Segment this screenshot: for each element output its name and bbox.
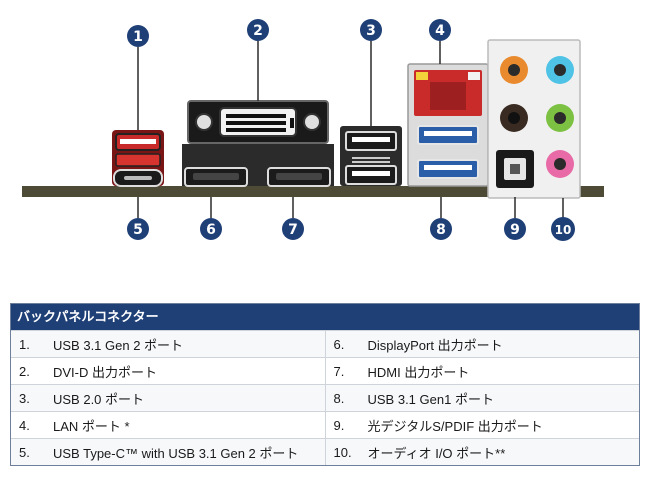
legend-cell-left: 3. USB 2.0 ポート xyxy=(11,385,325,411)
legend-rows: 1. USB 3.1 Gen 2 ポート 6. DisplayPort 出力ポート 2.… xyxy=(11,330,639,465)
legend-item-text: LAN ポート * xyxy=(53,418,130,434)
legend-item-text: USB Type-C™ with USB 3.1 Gen 2 ポート xyxy=(53,445,299,461)
legend-cell-left: 5. USB Type-C™ with USB 3.1 Gen 2 ポート xyxy=(11,439,325,465)
usb-type-c-port xyxy=(113,169,163,187)
legend-item-number: 1. xyxy=(19,336,30,352)
callout-9: 9 xyxy=(504,218,526,240)
audio-jack-blue xyxy=(546,56,574,84)
audio-jack-black xyxy=(500,104,528,132)
lan-port xyxy=(407,63,489,187)
svg-text:3: 3 xyxy=(366,23,376,39)
legend-row: 2. DVI-D 出力ポート 7. HDMI 出力ポート xyxy=(11,357,639,384)
callout-10: 10 xyxy=(551,217,575,241)
legend-item-number: 4. xyxy=(19,417,30,433)
legend-item-number: 5. xyxy=(19,444,30,460)
legend-row: 5. USB Type-C™ with USB 3.1 Gen 2 ポート 10. オ… xyxy=(11,438,639,465)
legend-cell-right: 7. HDMI 出力ポート xyxy=(324,358,640,384)
svg-text:4: 4 xyxy=(435,23,445,39)
svg-text:6: 6 xyxy=(206,222,216,238)
legend-row: 3. USB 2.0 ポート 8. USB 3.1 Gen1 ポート xyxy=(11,384,639,411)
svg-text:1: 1 xyxy=(133,29,143,45)
callout-3: 3 xyxy=(360,19,382,41)
displayport-output-port xyxy=(184,167,248,187)
legend-item-text: 光デジタルS/PDIF 出力ポート xyxy=(367,418,543,434)
legend-item-text: オーディオ I/O ポート** xyxy=(367,445,506,461)
audio-jack-green xyxy=(546,104,574,132)
audio-jack-pink xyxy=(546,150,574,178)
legend-item-text: USB 3.1 Gen 2 ポート xyxy=(53,337,184,353)
legend-cell-left: 2. DVI-D 出力ポート xyxy=(11,358,325,384)
legend-cell-right: 10. オーディオ I/O ポート** xyxy=(324,439,640,465)
legend-item-number: 3. xyxy=(19,390,30,406)
legend-item-text: USB 2.0 ポート xyxy=(53,391,145,407)
legend-item-text: USB 3.1 Gen1 ポート xyxy=(367,391,494,407)
callout-1: 1 xyxy=(127,25,149,47)
legend-title: バックパネルコネクター xyxy=(11,304,639,330)
dvi-d-port xyxy=(187,100,329,144)
svg-text:10: 10 xyxy=(555,223,572,237)
usb20-port xyxy=(340,126,402,186)
legend-cell-right: 9. 光デジタルS/PDIF 出力ポート xyxy=(324,412,640,438)
callout-4: 4 xyxy=(429,19,451,41)
back-panel-legend-table: バックパネルコネクター 1. USB 3.1 Gen 2 ポート 6. Display… xyxy=(10,303,640,466)
legend-item-text: DVI-D 出力ポート xyxy=(53,364,158,380)
legend-row: 1. USB 3.1 Gen 2 ポート 6. DisplayPort 出力ポート xyxy=(11,330,639,357)
hdmi-output-port xyxy=(267,167,331,187)
legend-item-number: 8. xyxy=(333,390,345,406)
legend-cell-left: 4. LAN ポート * xyxy=(11,412,325,438)
legend-item-number: 9. xyxy=(333,417,345,433)
legend-cell-right: 8. USB 3.1 Gen1 ポート xyxy=(324,385,640,411)
legend-item-number: 10. xyxy=(333,444,352,460)
callout-8: 8 xyxy=(430,218,452,240)
svg-text:2: 2 xyxy=(253,23,263,39)
svg-text:7: 7 xyxy=(288,222,298,238)
io-shield-board xyxy=(22,186,604,197)
legend-row: 4. LAN ポート * 9. 光デジタルS/PDIF 出力ポート xyxy=(11,411,639,438)
legend-item-number: 7. xyxy=(333,363,345,379)
svg-text:8: 8 xyxy=(436,222,446,238)
usb31-gen1-port xyxy=(417,125,479,179)
callout-5: 5 xyxy=(127,218,149,240)
legend-item-text: DisplayPort 出力ポート xyxy=(367,337,503,353)
legend-item-number: 6. xyxy=(333,336,345,352)
optical-spdif-port xyxy=(496,150,534,188)
svg-text:5: 5 xyxy=(133,222,143,238)
svg-text:9: 9 xyxy=(510,222,520,238)
legend-item-text: HDMI 出力ポート xyxy=(367,364,470,380)
legend-cell-right: 6. DisplayPort 出力ポート xyxy=(324,331,640,357)
legend-item-number: 2. xyxy=(19,363,30,379)
audio-jack-orange xyxy=(500,56,528,84)
callout-7: 7 xyxy=(282,218,304,240)
callout-6: 6 xyxy=(200,218,222,240)
callout-2: 2 xyxy=(247,19,269,41)
back-panel-diagram: 1 2 3 4 5 6 7 8 9 10 xyxy=(22,19,604,241)
legend-cell-left: 1. USB 3.1 Gen 2 ポート xyxy=(11,331,325,357)
